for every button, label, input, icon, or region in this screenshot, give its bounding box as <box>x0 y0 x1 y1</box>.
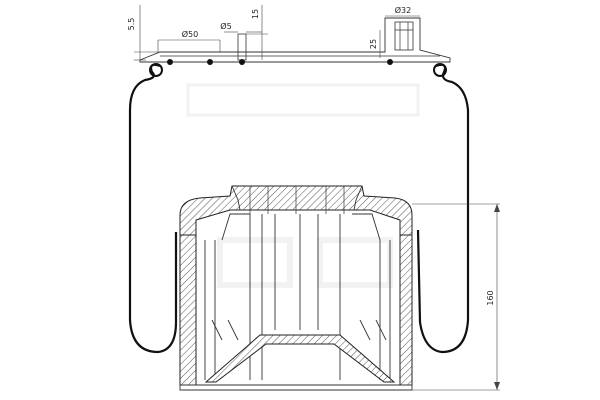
dim-25: 25 <box>369 39 378 49</box>
dim-160: 160 <box>486 290 495 305</box>
dim-diameter-32: Ø32 <box>395 5 411 15</box>
top-plate <box>139 17 451 65</box>
watermark-logo <box>186 83 420 288</box>
dim-diameter-50: Ø50 <box>182 29 198 39</box>
dim-5-5: 5.5 <box>127 18 136 31</box>
dim-diameter-5: Ø5 <box>220 21 231 31</box>
dimension-lines <box>134 5 500 391</box>
dim-15: 15 <box>251 9 260 19</box>
bellows <box>128 63 470 354</box>
